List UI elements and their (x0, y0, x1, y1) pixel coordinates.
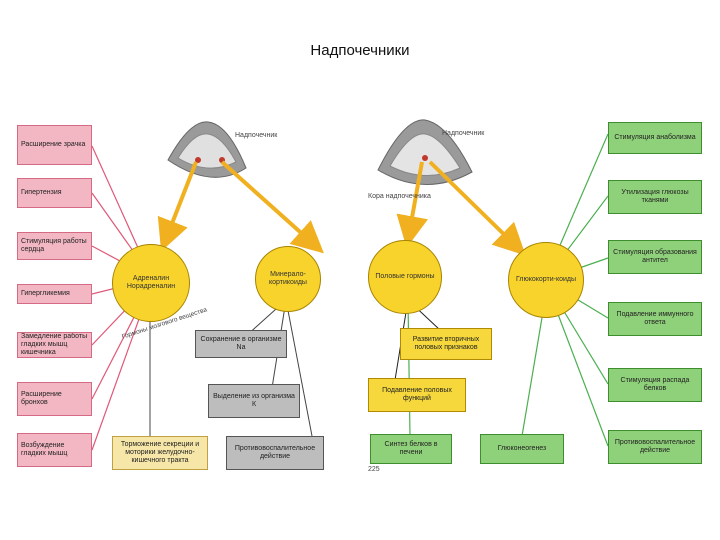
effect-box: Стимуляция работы сердца (17, 232, 92, 260)
effect-box: Замедление работы гладких мышц кишечника (17, 332, 92, 358)
glucocorticoids-circle: Глюкокорти-коиды (508, 242, 584, 318)
mineralocorticoids-circle: Минерало-кортикоиды (255, 246, 321, 312)
adrenal-gland-right-shape (377, 119, 473, 185)
glucocorticoid-effect-box: Стимуляция распада белков (608, 368, 702, 402)
gland-label-left: Надпочечник (235, 132, 278, 139)
glucocorticoid-effect-box: Подавление иммунного ответа (608, 302, 702, 336)
glucocorticoid-effect-box: Стимуляция образования антител (608, 240, 702, 274)
glucocorticoid-effect-box: Утилизация глюкозы тканями (608, 180, 702, 214)
sex-hormones-circle: Половые гормоны (368, 240, 442, 314)
sex-hormone-effect-box: Развитие вторичных половых признаков (400, 328, 492, 360)
mineralocorticoid-effect-box: Противовоспалительное действие (226, 436, 324, 470)
effect-box: Гипертензия (17, 178, 92, 208)
adrenaline-circle: Адреналин Норадреналин (112, 244, 190, 322)
glucocorticoid-effect-box: Синтез белков в печени (370, 434, 452, 464)
cortex-label: Кора надпочечника (368, 193, 431, 200)
mineralocorticoid-effect-box: Выделение из организма К (208, 384, 300, 418)
glucocorticoid-effect-box: Стимуляция анаболизма (608, 122, 702, 154)
adrenal-gland-left-shape (167, 121, 247, 178)
gi-inhibition-box: Торможение секреции и моторики желудочно… (112, 436, 208, 470)
page-title: Надпочечники (310, 42, 410, 59)
effect-box: Гипергликемия (17, 284, 92, 304)
sex-hormone-effect-box: Подавление половых функций (368, 378, 466, 412)
glucocorticoid-effect-box: Противовоспалительное действие (608, 430, 702, 464)
effect-box: Расширение бронхов (17, 382, 92, 416)
glucocorticoid-effect-box: Глюконеогенез (480, 434, 564, 464)
effect-box: Расширение зрачка (17, 125, 92, 165)
effect-box: Возбуждение гладких мышц (17, 433, 92, 467)
page-number: 225 (368, 466, 380, 473)
mineralocorticoid-effect-box: Сохранение в организме Na (195, 330, 287, 358)
gland-label-right: Надпочечник (442, 130, 485, 137)
